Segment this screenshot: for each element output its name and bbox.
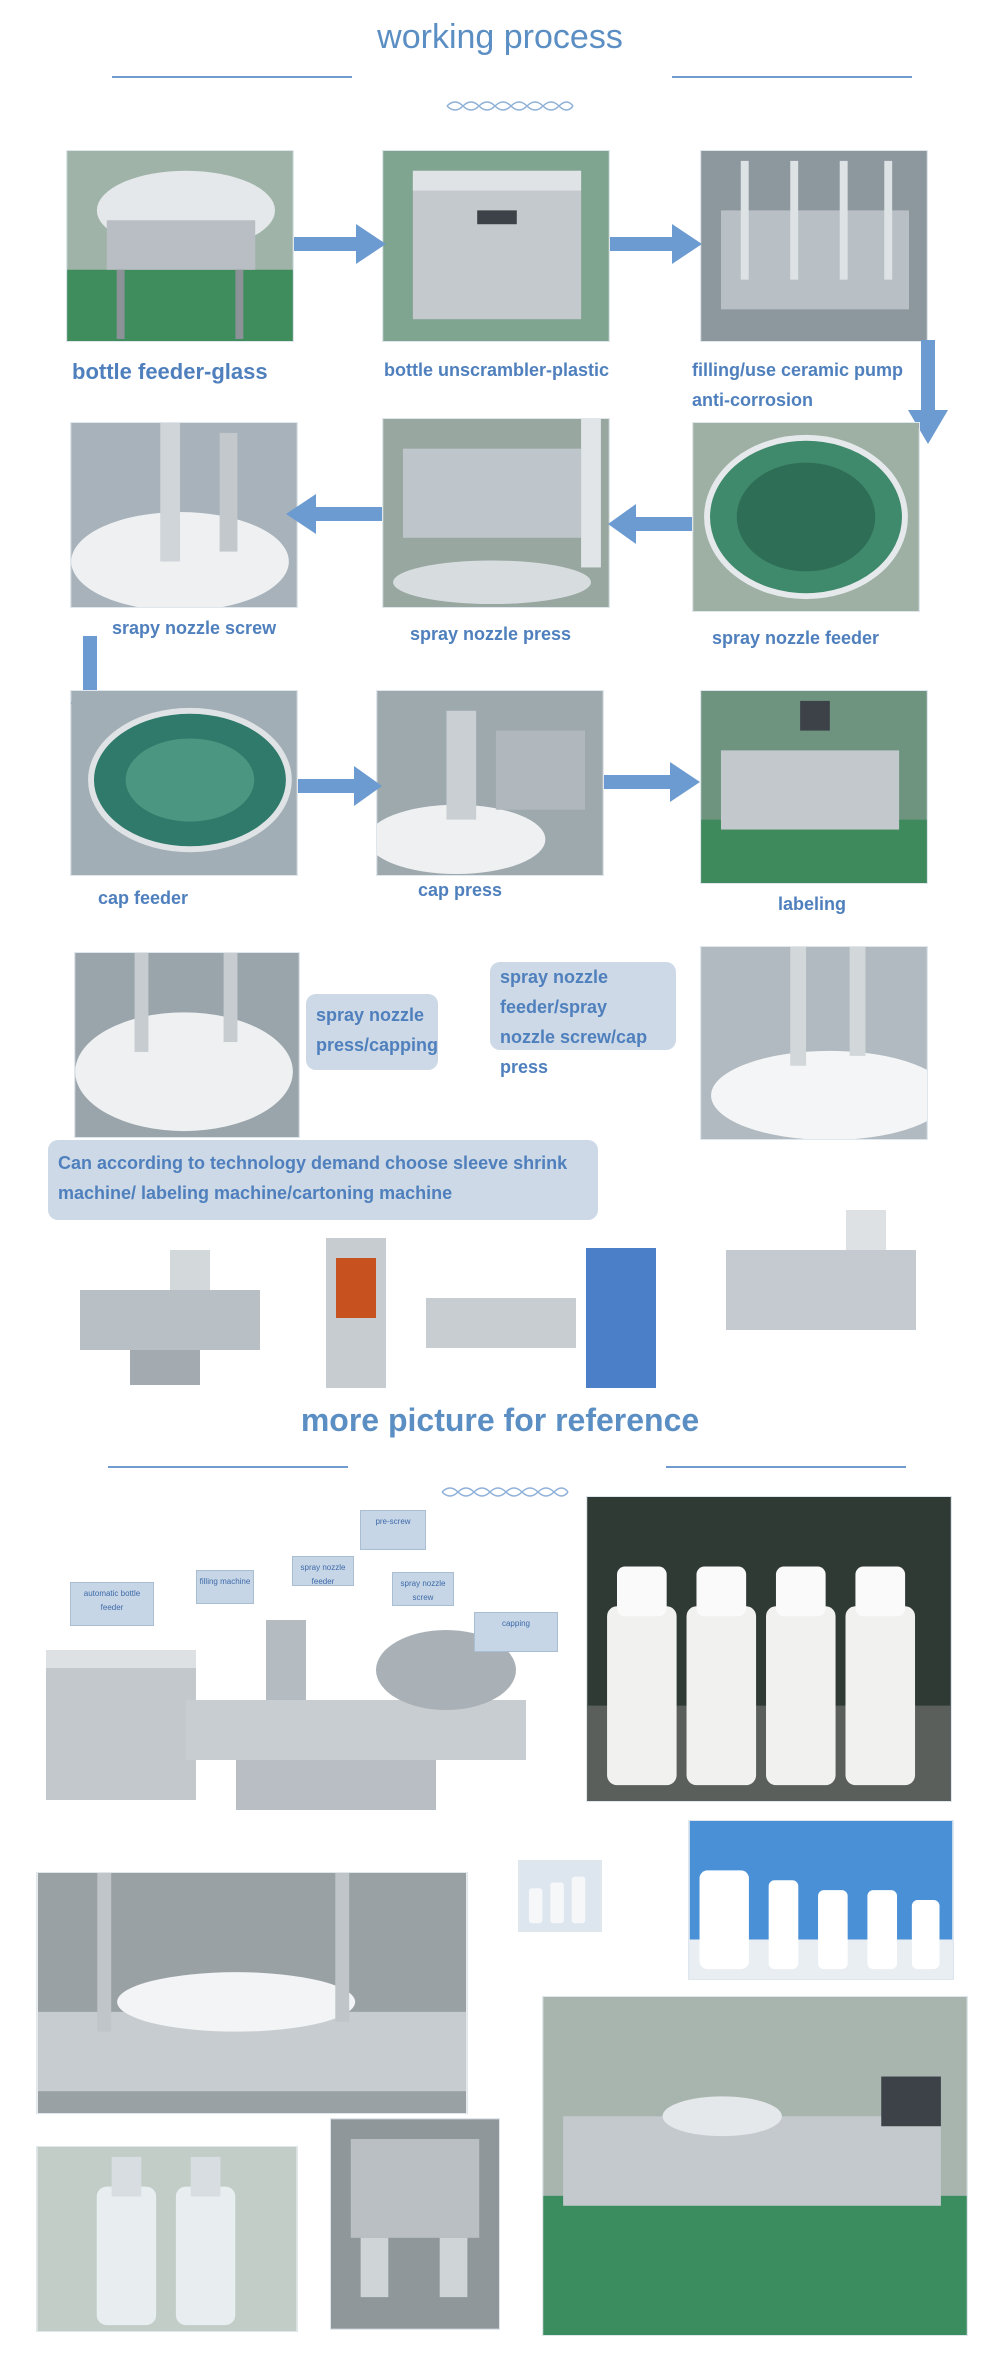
step-label: cap press [418,880,503,900]
ornament-icon [446,101,574,111]
step-label: anti-corrosion [692,390,814,410]
filling-station-photo [36,1872,468,2114]
bottles-closeup-photo [586,1496,952,1802]
nasal-spray-bottles-photo [688,1820,954,1980]
arrow-right-icon [294,224,386,264]
tag-spray-nozzle-screw: spray nozzle screw [392,1572,454,1606]
spray-bottles-closeup-photo [36,2146,298,2332]
production-line-photo [36,1500,546,1840]
filling-machine-photo [700,150,928,342]
section-title: more picture for reference [300,1402,700,1438]
step-label: spray nozzle press [410,624,572,644]
nozzle-press-photo [382,418,610,608]
title-rule-left [112,76,352,78]
step-label: bottle unscrambler-plastic [384,360,610,380]
arrow-left-icon [286,494,382,534]
cap-feeder-photo [70,690,298,876]
step-label: filling/use ceramic pump [692,360,904,380]
capping-heads-photo [330,2118,500,2330]
arrow-down-icon [908,340,948,444]
labeling-photo [700,690,928,884]
bottle-feeder-photo [66,150,294,342]
press-capping-photo [74,952,300,1138]
tag-capping: capping [474,1612,558,1652]
tag-pre-screw: pre-screw [360,1510,426,1550]
step-label: cap feeder [98,888,189,908]
bottle-unscrambler-photo [382,150,610,342]
sample-bottles-small-photo [518,1860,602,1932]
sleeve-shrink-machine-photo [286,1228,706,1398]
step-label: spray nozzle feeder [712,628,880,648]
tag-automatic-bottle-feeder: automatic bottle feeder [70,1582,154,1626]
note-press-capping: spray nozzle press/capping [306,994,438,1070]
cartoning-machine-photo [706,1200,936,1360]
title-rule-right [672,76,912,78]
arrow-right-icon [604,762,700,802]
arrow-right-icon [610,224,702,264]
full-line-photo [542,1996,968,2336]
note-technology: Can according to technology demand choos… [48,1140,598,1220]
ornament-icon [441,1487,569,1497]
tag-filling-machine: filling machine [196,1570,254,1604]
tag-spray-nozzle-feeder: spray nozzle feeder [292,1556,354,1586]
step-label: labeling [778,894,847,914]
step-label: srapy nozzle screw [112,618,277,638]
nozzle-feeder-photo [692,422,920,612]
arrow-left-icon [608,504,692,544]
step-label: bottle feeder-glass [72,359,268,384]
labeling-machine-photo [70,1240,270,1390]
nozzle-screw-photo [70,422,298,608]
title-rule-left [108,1466,348,1468]
title-rule-right [666,1466,906,1468]
note-feeder-screw: spray nozzle feeder/spray nozzle screw/c… [490,962,676,1077]
arrow-right-icon [298,766,382,806]
cap-press-photo [376,690,604,876]
capping-photo [700,946,928,1140]
page-title: working process [377,18,623,56]
